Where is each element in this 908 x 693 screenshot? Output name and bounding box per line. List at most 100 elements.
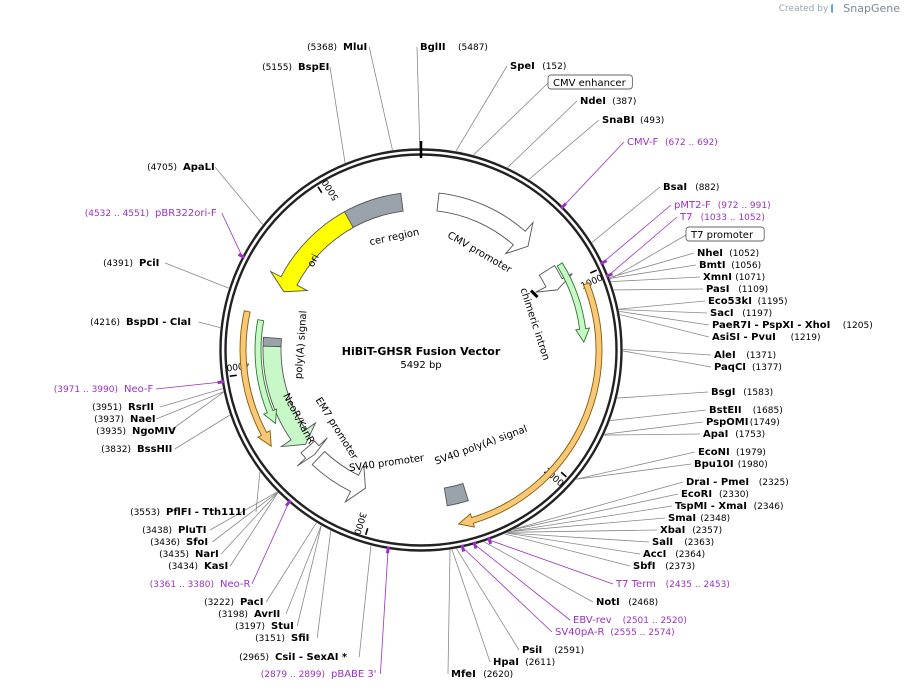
primer-mark: [217, 380, 225, 385]
restriction-site-line: [528, 119, 600, 180]
primer-site-name: T7 Term: [615, 579, 656, 590]
restriction-site-position: (3935): [96, 427, 126, 437]
label-lines: [155, 46, 712, 675]
primer-mark: [284, 499, 292, 507]
restriction-site: SbfI(2373): [633, 561, 695, 572]
restriction-site-name: CsiI - SexAI *: [275, 652, 348, 663]
restriction-site-position: (1219): [791, 333, 821, 343]
restriction-site-position: (1583): [743, 388, 773, 398]
restriction-site-position: (1753): [735, 430, 765, 440]
restriction-site-name: MluI: [343, 42, 367, 53]
restriction-site: BstEII(1685): [709, 405, 783, 416]
ruler-tick: [317, 186, 323, 194]
primer-mark: [599, 259, 608, 266]
restriction-site: PluTI(3438): [142, 525, 206, 536]
primer-site: Neo-F(3971 .. 3990): [54, 384, 154, 395]
restriction-site-name: EcoNI: [698, 447, 730, 458]
restriction-site-name: AsiSI - PvuI: [712, 332, 776, 343]
restriction-site-position: (3436): [150, 538, 180, 548]
restriction-site-position: (3151): [255, 634, 285, 644]
restriction-site-name: PacI: [240, 597, 263, 608]
restriction-site: EcoRI(2330): [681, 489, 749, 500]
primer-site-line: [221, 212, 243, 257]
boxed-label-frame: [685, 226, 765, 242]
restriction-site-position: (4391): [103, 259, 133, 269]
restriction-site-position: (1979): [736, 448, 766, 458]
restriction-site-position: (1109): [738, 285, 768, 295]
restriction-site-name: AccI: [643, 549, 666, 560]
restriction-site-name: SacI: [710, 308, 734, 319]
restriction-site: NarI(3435): [159, 549, 219, 560]
restriction-site-name: KasI: [204, 561, 228, 572]
restriction-site: HpaI(2611): [493, 657, 555, 668]
primer-site-position: (2435 .. 2453): [666, 580, 730, 590]
restriction-site: AccI(2364): [643, 549, 705, 560]
restriction-site: SfoI (3436): [150, 537, 208, 548]
restriction-site-name: NotI: [596, 597, 620, 608]
primer-site-line: [155, 381, 222, 390]
restriction-site-line: [156, 391, 224, 420]
intron-bracket-mark: [529, 289, 539, 299]
restriction-site-name: SfoI: [186, 537, 208, 548]
credit-brand: SnapGene: [843, 2, 900, 15]
restriction-site: PasI (1109): [706, 284, 768, 295]
restriction-site: RsrII(3951): [92, 402, 154, 413]
restriction-site-line: [451, 549, 491, 663]
restriction-site-name: SpeI: [510, 61, 535, 72]
restriction-site-line: [265, 522, 317, 603]
restriction-site-name: MfeI: [451, 669, 476, 680]
restriction-site-position: (493): [640, 116, 664, 126]
primer-mark: [559, 202, 567, 210]
primer-site-name: T7: [679, 212, 692, 223]
restriction-site: AsiSI - PvuI (1219): [712, 332, 821, 343]
primer-site-name: CMV-F: [627, 137, 658, 148]
restriction-site: Eco53kI(1195): [708, 296, 788, 307]
restriction-site-line: [255, 471, 261, 513]
restriction-site-name: PasI: [706, 284, 729, 295]
primer-mark: [385, 546, 391, 554]
primer-site: pBR322ori-F(4532 .. 4551): [85, 208, 217, 219]
restriction-site-name: BspDI - ClaI: [126, 317, 191, 328]
snapgene-credit: Created by SnapGene: [779, 2, 900, 15]
restriction-site-line: [514, 481, 684, 530]
restriction-site: PaqCI(1377): [714, 362, 782, 373]
restriction-site-line: [447, 549, 451, 675]
restriction-site-name: BsaI: [663, 182, 687, 193]
restriction-site-position: (2591): [554, 646, 584, 656]
restriction-site-name: AleI: [714, 350, 736, 361]
feature-label-sv40-polya: SV40 poly(A) signal: [433, 424, 529, 468]
boxed-feature-label: T7 promoter: [690, 230, 754, 241]
primer-site: EBV-rev(2501 .. 2520): [573, 615, 687, 626]
feature-em7-promoter: [296, 437, 328, 467]
restriction-site-line: [619, 311, 710, 326]
restriction-site-position: (3553): [130, 508, 160, 518]
restriction-site-position: (1980): [738, 460, 768, 470]
primer-site: T7(1033 .. 1052): [679, 212, 765, 223]
restriction-site-position: (5155): [262, 63, 292, 73]
restriction-site-position: (2373): [665, 562, 695, 572]
restriction-site-name: XmnI: [703, 272, 732, 283]
features-layer: [239, 192, 603, 528]
feature-cmv-promoter: [436, 192, 534, 255]
restriction-site: SfiI(3151): [255, 633, 309, 644]
restriction-site: XmnI(1071): [703, 272, 765, 283]
primer-site-position: (972 .. 991): [718, 201, 771, 211]
primer-site-line: [602, 204, 672, 263]
restriction-site-name: RsrII: [128, 402, 154, 413]
restriction-site-position: (2363): [684, 538, 714, 548]
restriction-site-position: (2965): [239, 653, 269, 663]
restriction-site: AvrII(3198): [218, 609, 280, 620]
restriction-site: PciI(4391): [103, 258, 159, 269]
restriction-site-position: (152): [542, 62, 566, 72]
restriction-site-position: (1197): [742, 309, 772, 319]
restriction-site: DraI - PmeI(2325): [686, 477, 789, 488]
restriction-site: BglII(5487): [420, 42, 488, 53]
restriction-site-line: [174, 414, 231, 450]
restriction-site-position: (3198): [218, 610, 248, 620]
restriction-site: BssHII(3832): [101, 444, 172, 455]
restriction-site-position: (2348): [700, 514, 730, 524]
restriction-site-name: StuI: [271, 621, 294, 632]
restriction-site-line: [229, 492, 279, 567]
ruler-tick-label: 3000: [351, 511, 367, 536]
